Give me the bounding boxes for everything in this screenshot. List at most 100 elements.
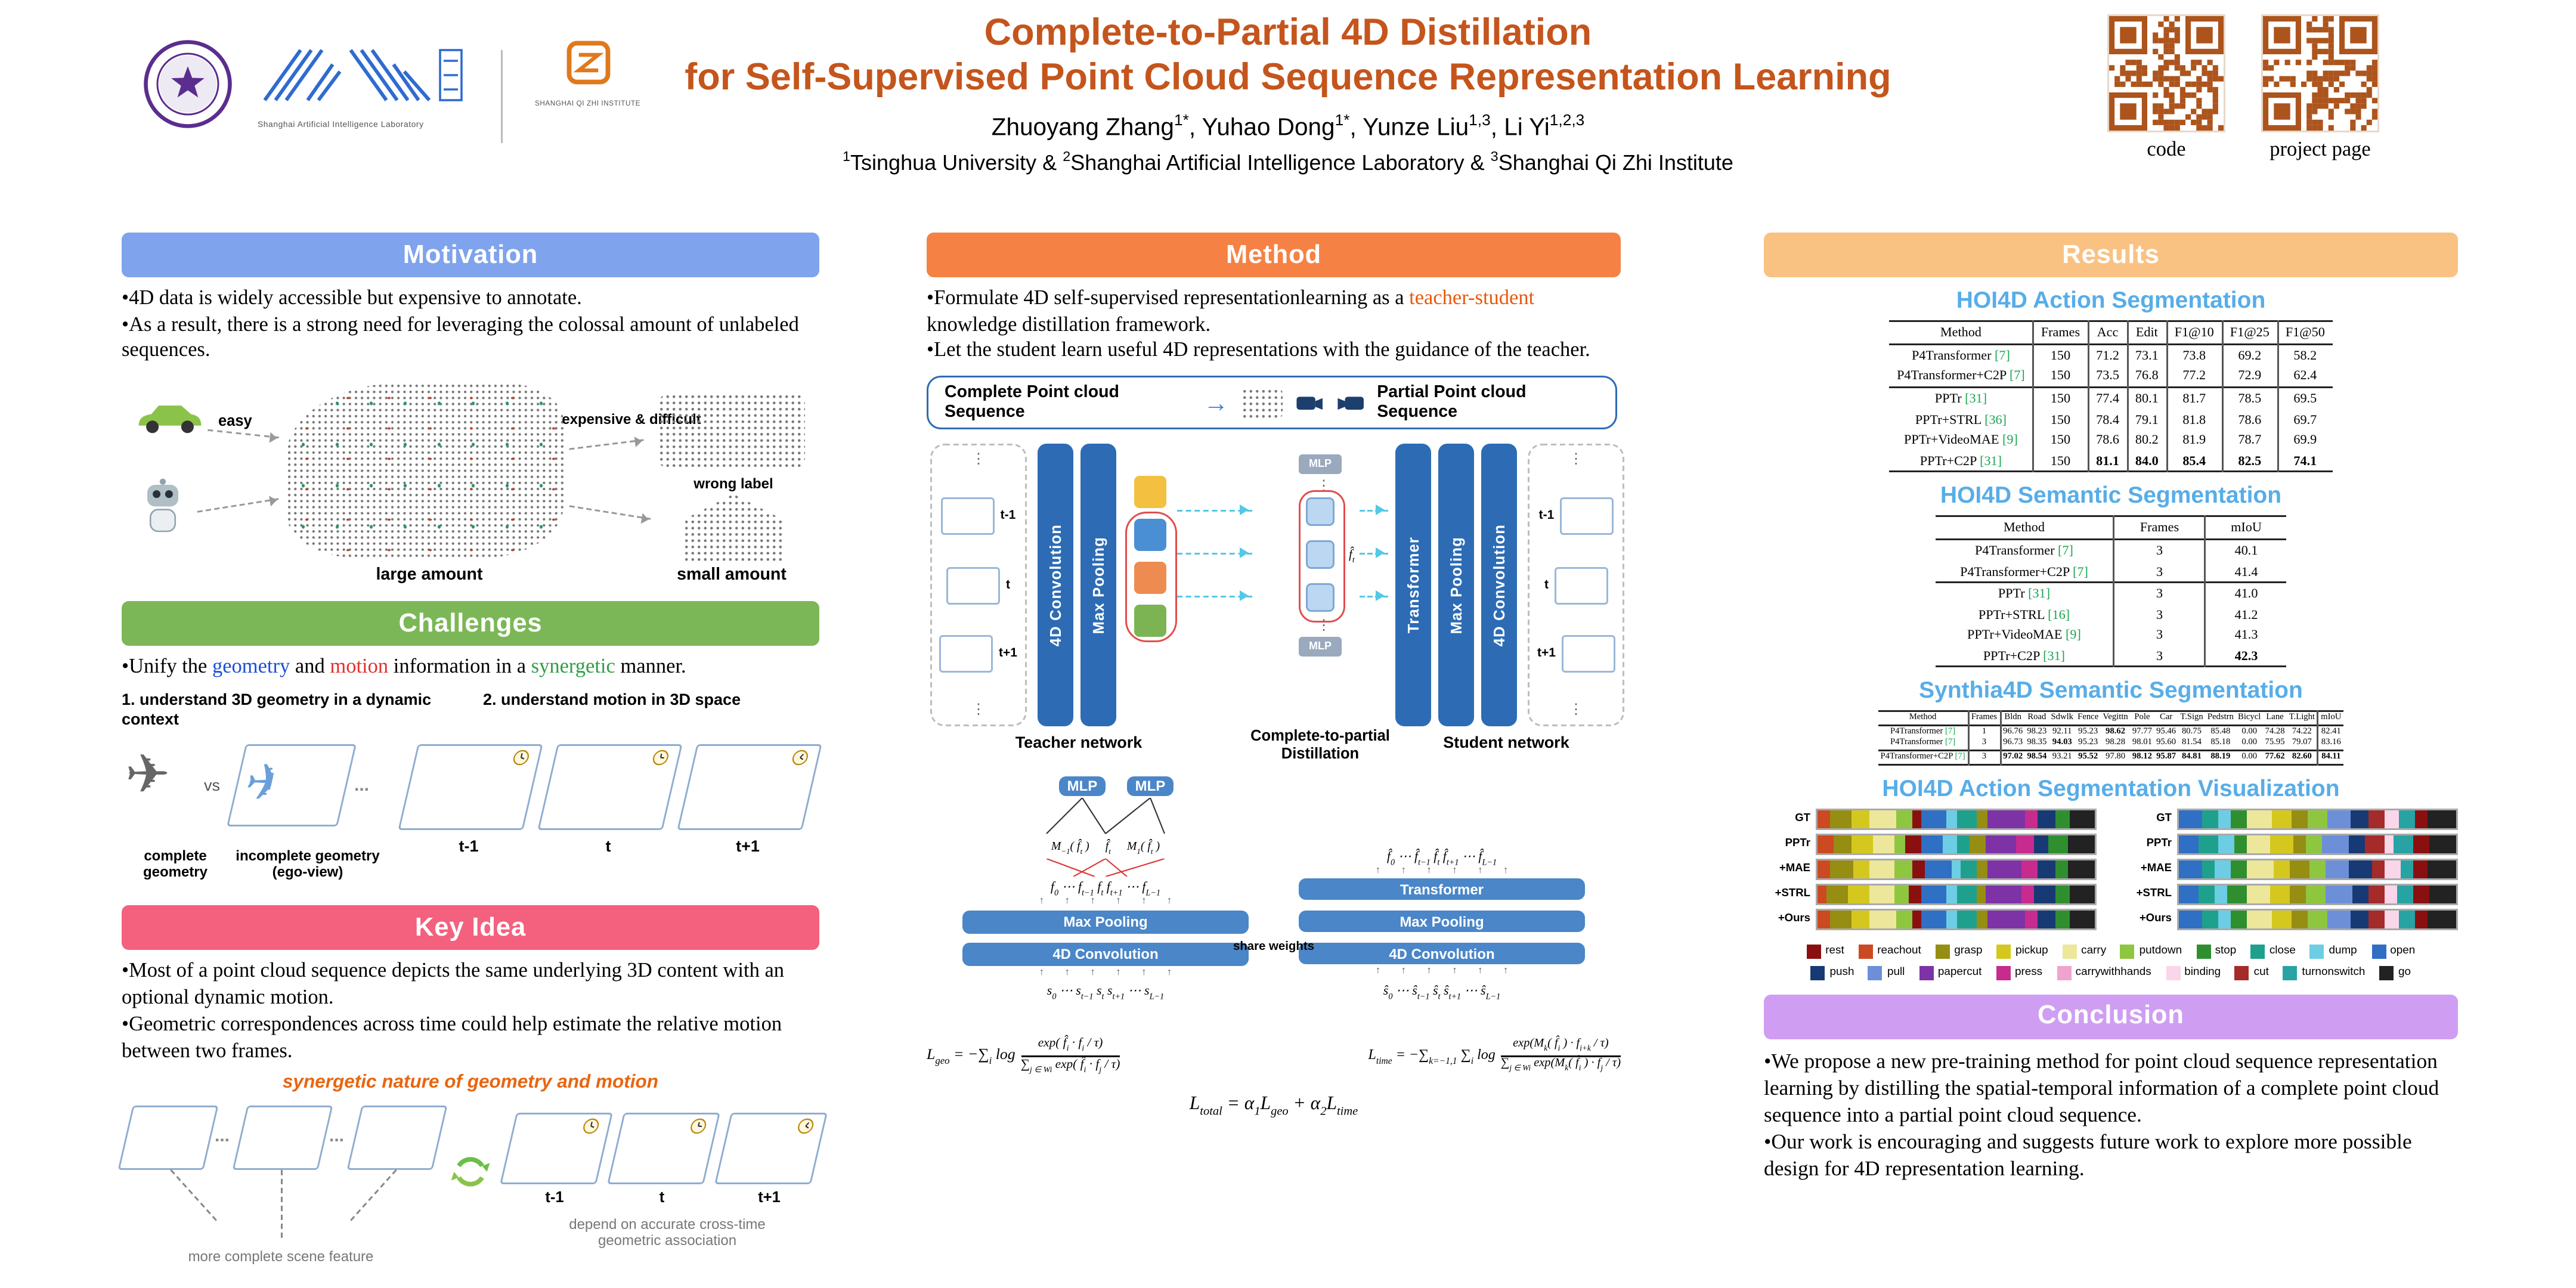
value-cell: 73.8 bbox=[2165, 343, 2222, 366]
segment-go bbox=[2426, 860, 2457, 878]
student-input-row: ŝ0 ⋯ ŝt−1 ŝt ŝt+1 ⋯ ŝL−1 bbox=[1383, 982, 1501, 1003]
segment-go bbox=[2427, 810, 2456, 828]
sequence-box: Complete Point cloud Sequence → Partial … bbox=[927, 376, 1617, 430]
geo-loss-denominator: ∑j ∈ Wi exp( f̂i · fj / τ) bbox=[1020, 1057, 1120, 1075]
section-header-results: Results bbox=[1764, 233, 2458, 277]
segment-go bbox=[2430, 885, 2457, 903]
legend-label: pull bbox=[1887, 966, 1905, 979]
value-cell: 82.41 bbox=[2317, 725, 2343, 738]
robot-icon bbox=[147, 479, 178, 532]
legend-label: close bbox=[2269, 945, 2296, 958]
student-input-stack: ⋮ t-1 t t+1 ⋮ bbox=[1528, 444, 1624, 727]
frame bbox=[1559, 498, 1614, 536]
legend-item: binding bbox=[2165, 965, 2221, 980]
value-cell: 98.01 bbox=[2132, 739, 2152, 748]
dashed-link bbox=[350, 1169, 397, 1222]
cross-time-caption: depend on accurate cross-time geometric … bbox=[569, 1216, 766, 1249]
viz-row-label: PPTr bbox=[1785, 837, 1810, 850]
segment-pickup bbox=[2272, 810, 2292, 828]
viz-row: PPTr bbox=[1764, 833, 2097, 855]
column-header: T.Light bbox=[2289, 714, 2315, 723]
segment-rest bbox=[1912, 860, 1924, 878]
legend-label: pickup bbox=[2015, 945, 2048, 958]
value-cell: 95.52 bbox=[2078, 753, 2098, 762]
qr-group: code project page bbox=[2107, 14, 2379, 161]
point-cloud-frame-t bbox=[537, 745, 683, 831]
value-cell: 41.2 bbox=[2204, 603, 2287, 625]
segment-dump bbox=[2215, 885, 2228, 903]
segment-dump bbox=[1945, 910, 1958, 928]
clock-icon bbox=[652, 750, 668, 766]
segment-papercut bbox=[1988, 810, 2025, 828]
segment-pull bbox=[2322, 835, 2349, 853]
segment-push bbox=[2036, 860, 2055, 878]
segmentation-bar bbox=[1816, 908, 2097, 930]
legend-color-swatch bbox=[2196, 944, 2211, 959]
segment-press bbox=[2021, 860, 2037, 878]
frame-time-label: t-1 bbox=[1538, 510, 1555, 524]
segment-rest bbox=[2413, 835, 2431, 853]
viz-row-label: +Ours bbox=[2139, 912, 2172, 925]
geo-loss-numerator: exp( f̂i · fi / τ) bbox=[1038, 1036, 1103, 1053]
segment-dump bbox=[2215, 860, 2231, 878]
legend-color-swatch bbox=[1935, 944, 1950, 959]
ellipsis: ⋮ bbox=[1569, 701, 1583, 718]
legend-label: carry bbox=[2081, 945, 2107, 958]
legend-item: rest bbox=[1806, 944, 1844, 959]
legend-color-swatch bbox=[1810, 965, 1825, 980]
segment-stop bbox=[2228, 885, 2247, 903]
ellipsis: ... bbox=[215, 1127, 230, 1147]
legend-item: putdown bbox=[2120, 944, 2182, 959]
column-header: mIoU bbox=[2317, 711, 2343, 726]
segment-close bbox=[1961, 860, 1976, 878]
segment-grasp bbox=[1829, 910, 1852, 928]
frame-time-label: t+1 bbox=[1537, 647, 1556, 660]
value-cell: 78.5 bbox=[2221, 386, 2278, 409]
section-header-method: Method bbox=[927, 233, 1621, 277]
segmentation-bar bbox=[1816, 808, 2097, 830]
legend-item: carry bbox=[2062, 944, 2107, 959]
segment-stop bbox=[2055, 885, 2071, 903]
column-header: Method bbox=[1909, 714, 1937, 723]
sail-logo-text: Shanghai Artificial Intelligence Laborat… bbox=[258, 120, 424, 129]
value-cell: 76.8 bbox=[2126, 365, 2167, 387]
teacher-input-row: s0 ⋯ st−1 st st+1 ⋯ sL−1 bbox=[1046, 982, 1165, 1003]
viz-row: +MAE bbox=[2125, 858, 2458, 880]
sail-logo-icon bbox=[263, 49, 463, 101]
synergy-subtitle: synergetic nature of geometry and motion bbox=[282, 1072, 659, 1094]
legend-item: grasp bbox=[1935, 944, 1983, 959]
loss-formulas: Lgeo = −∑i log exp( f̂i · fi / τ) ∑j ∈ W… bbox=[927, 1036, 1621, 1076]
value-cell: 97.80 bbox=[2106, 753, 2126, 762]
segmentation-bar bbox=[2177, 908, 2458, 930]
section-header-key-idea: Key Idea bbox=[122, 906, 819, 951]
value-cell: 69.9 bbox=[2276, 429, 2332, 450]
method-cell: PPTr+C2P [31] bbox=[1919, 452, 2002, 469]
segment-grasp bbox=[1976, 885, 1986, 903]
mini-scene-cloud bbox=[1241, 387, 1282, 418]
column-header: Method bbox=[1940, 324, 1981, 340]
value-cell: 41.3 bbox=[2204, 624, 2287, 646]
value-cell: 80.1 bbox=[2126, 386, 2167, 409]
max-pooling-box: Max Pooling bbox=[962, 911, 1249, 934]
section-header-motivation: Motivation bbox=[122, 233, 819, 277]
legend-item: open bbox=[2371, 944, 2415, 959]
segment-open bbox=[1921, 910, 1946, 928]
challenges-bullet: •Unify the geometry and motion informati… bbox=[122, 655, 819, 681]
value-cell: 74.22 bbox=[2292, 727, 2312, 737]
text-span: and bbox=[290, 657, 330, 679]
distill-arrow bbox=[1177, 504, 1252, 515]
legend-label: press bbox=[2014, 966, 2043, 979]
value-cell: 94.03 bbox=[2052, 739, 2072, 748]
segment-rest bbox=[2414, 910, 2428, 928]
citation-ref: [7] bbox=[2069, 562, 2088, 579]
segment-dump bbox=[1945, 810, 1958, 828]
teacher-feature-square bbox=[1134, 476, 1166, 509]
segment-pickup bbox=[1851, 910, 1869, 928]
partial-sequence-label: Partial Point cloud Sequence bbox=[1377, 383, 1527, 423]
value-cell: 82.5 bbox=[2221, 450, 2278, 472]
value-cell: 78.4 bbox=[2087, 408, 2128, 429]
value-cell: 3 bbox=[2113, 624, 2205, 646]
